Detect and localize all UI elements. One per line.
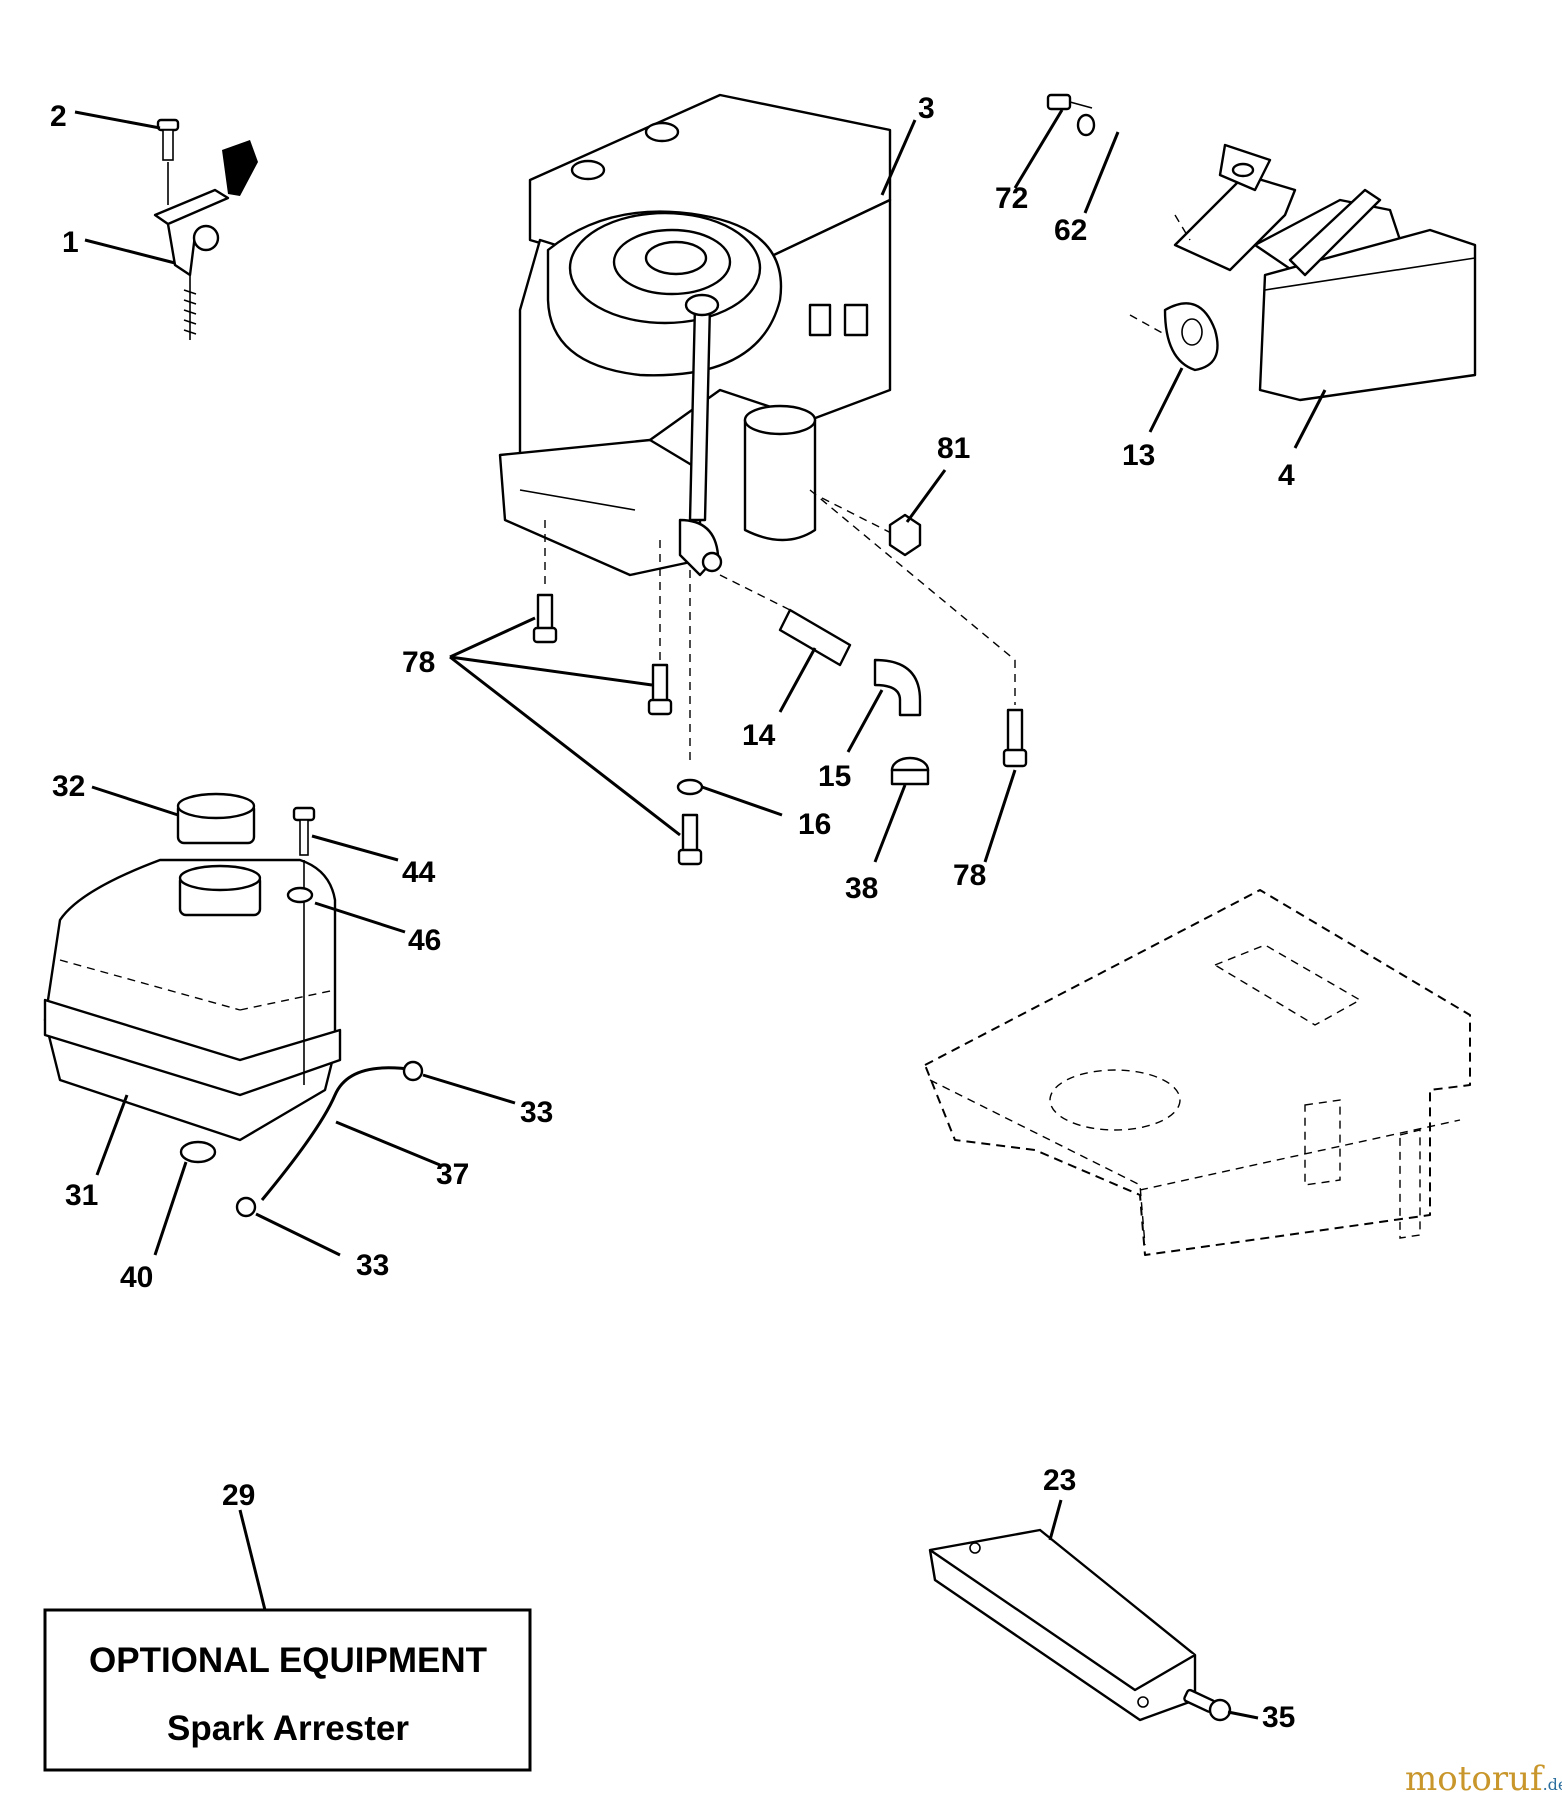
- spark-arrester-label: Spark Arrester: [167, 1709, 409, 1748]
- spark-arrester: [928, 1528, 1232, 1722]
- optional-equipment-title: OPTIONAL EQUIPMENT: [89, 1641, 487, 1680]
- callout-44: 44: [402, 856, 436, 889]
- callout-81: 81: [937, 432, 970, 465]
- callout-1: 1: [62, 226, 79, 259]
- callout-2: 2: [50, 100, 67, 133]
- svg-text:motoruf.de: motoruf.de: [1405, 1759, 1562, 1799]
- watermark-brand: motoruf: [1405, 1759, 1545, 1799]
- callout-3: 3: [918, 92, 935, 125]
- callout-31: 31: [65, 1179, 98, 1212]
- callout-78-left: 78: [402, 646, 435, 679]
- callout-13: 13: [1122, 439, 1155, 472]
- throttle-control: [153, 118, 258, 340]
- callout-labels: 2 1 3 72 62 13 4 81 78 14 15 16 38 78 32…: [50, 92, 1295, 1734]
- engine: [498, 93, 892, 577]
- callout-16: 16: [798, 808, 831, 841]
- muffler: [1046, 93, 1477, 402]
- callout-38: 38: [845, 872, 878, 905]
- callout-14: 14: [742, 719, 776, 752]
- callout-33-top: 33: [520, 1096, 553, 1129]
- callout-29: 29: [222, 1479, 255, 1512]
- callout-62: 62: [1054, 214, 1087, 247]
- callout-40: 40: [120, 1261, 153, 1294]
- callout-72: 72: [995, 182, 1028, 215]
- callout-32: 32: [52, 770, 85, 803]
- callout-46: 46: [408, 924, 441, 957]
- callout-23: 23: [1043, 1464, 1076, 1497]
- callout-4: 4: [1278, 459, 1295, 492]
- optional-equipment-box: OPTIONAL EQUIPMENT Spark Arrester: [43, 1608, 532, 1772]
- callout-35: 35: [1262, 1701, 1295, 1734]
- callout-33-bottom: 33: [356, 1249, 389, 1282]
- chassis-frame: [924, 889, 1471, 1256]
- leader-lines: [74, 109, 1327, 1720]
- engine-hardware: [532, 489, 1028, 866]
- callout-15: 15: [818, 760, 851, 793]
- watermark-logo: motoruf.de: [1405, 1759, 1562, 1799]
- watermark-suffix: .de: [1543, 1775, 1562, 1794]
- callout-37: 37: [436, 1158, 469, 1191]
- callout-78-right: 78: [953, 859, 986, 892]
- fuel-tank: [43, 792, 424, 1218]
